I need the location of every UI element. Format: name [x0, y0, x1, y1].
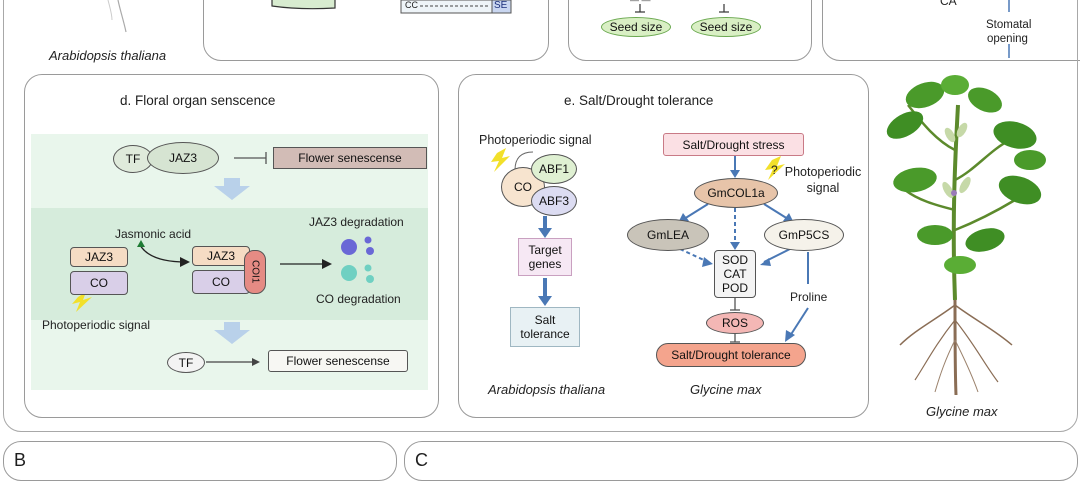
- panel-d-arrows: [72, 152, 374, 366]
- seed-size-arrows: — —: [630, 0, 729, 13]
- outer-frame: [3, 0, 1078, 432]
- top-decor: [107, 0, 127, 33]
- salt-tolerance-label: Salt tolerance: [520, 313, 570, 341]
- photoperiodic-signal-label-d: Photoperiodic signal: [42, 318, 151, 332]
- jaz3-label-2: JAZ3: [84, 250, 113, 264]
- phloem-drawing: [271, 0, 512, 14]
- flower-senescence-box-1: Flower senescense: [273, 147, 427, 169]
- se-label: SE: [494, 0, 508, 11]
- coi1-label: COI1: [249, 260, 261, 284]
- panel-bottom-b: B: [3, 441, 397, 481]
- gmlea-label: GmLEA: [646, 228, 689, 242]
- abf1-label: ABF1: [538, 162, 569, 176]
- seed-size-label-2: Seed size: [699, 20, 753, 34]
- panel-bottom-c: C: [404, 441, 1078, 481]
- tf-label-2: TF: [178, 355, 194, 370]
- abf3-label: ABF3: [538, 194, 569, 208]
- panel-bottom-c-label: C: [415, 450, 428, 470]
- gmlea-node: GmLEA: [627, 219, 709, 251]
- ros-label: ROS: [721, 316, 748, 330]
- tf-label-1: TF: [125, 152, 141, 166]
- co-label-2: CO: [212, 275, 230, 289]
- co-label-1: CO: [90, 276, 108, 290]
- co-label-e: CO: [514, 180, 532, 194]
- jaz3-box-right: JAZ3: [192, 246, 250, 266]
- target-genes-label: Target genes: [528, 243, 562, 271]
- coi1-box: COI1: [244, 250, 266, 294]
- co-box-left: CO: [70, 271, 128, 295]
- jaz3-box-left: JAZ3: [70, 247, 128, 267]
- proline-label: Proline: [790, 290, 828, 304]
- gmp5cs-label: GmP5CS: [778, 228, 830, 242]
- photoperiodic-signal-text-e-right: Photoperiodic signal: [784, 165, 862, 195]
- pod-label: POD: [721, 281, 748, 295]
- glycine-max-label-plant: Glycine max: [926, 404, 998, 419]
- gmcol1a-node: GmCOL1a: [694, 178, 778, 208]
- jaz3-node-1: JAZ3: [147, 142, 219, 174]
- gmp5cs-node: GmP5CS: [764, 219, 844, 251]
- ca-label: CA: [940, 0, 957, 8]
- jaz3-label-1: JAZ3: [168, 151, 197, 165]
- glycine-max-label-e: Glycine max: [690, 382, 762, 397]
- panel-e-title: e. Salt/Drought tolerance: [564, 93, 714, 108]
- seed-size-node-2: Seed size: [691, 17, 761, 37]
- panel-bottom-b-label: B: [14, 450, 27, 470]
- stress-label: Salt/Drought stress: [682, 137, 785, 152]
- abf3-node: ABF3: [531, 186, 577, 216]
- jaz3-degradation-label: JAZ3 degradation: [309, 215, 404, 229]
- jaz3-label-3: JAZ3: [206, 249, 235, 263]
- tf-node-2: TF: [167, 352, 205, 373]
- stress-box: Salt/Drought stress: [663, 133, 804, 156]
- jasmonic-acid-label: Jasmonic acid: [115, 227, 192, 241]
- tolerance-label: Salt/Drought tolerance: [671, 348, 791, 362]
- opening-label: opening: [987, 33, 1028, 45]
- salt-tolerance-box: Salt tolerance: [510, 307, 580, 347]
- panel-top-d: [822, 0, 1080, 61]
- co-box-right: CO: [192, 270, 250, 294]
- target-genes-box: Target genes: [518, 238, 572, 276]
- question-label: ?: [771, 163, 778, 177]
- flower-senescence-box-2: Flower senescense: [268, 350, 408, 372]
- svg-text:— —: — —: [630, 0, 651, 5]
- sod-label: SOD: [721, 253, 748, 267]
- ros-node: ROS: [706, 312, 764, 334]
- tolerance-box: Salt/Drought tolerance: [656, 343, 806, 367]
- co-degradation-label: CO degradation: [316, 292, 401, 306]
- cat-label: CAT: [723, 267, 747, 281]
- soybean-plant-drawing: [886, 75, 1046, 396]
- photoperiodic-signal-label-e-left: Photoperiodic signal: [479, 133, 592, 147]
- arabidopsis-label-top: Arabidopsis thaliana: [49, 48, 167, 63]
- panel-e-arrows: [491, 148, 809, 343]
- seed-size-node-1: Seed size: [601, 17, 671, 37]
- flower-senescence-label-1: Flower senescense: [298, 151, 402, 165]
- photoperiodic-signal-label-e-right: Photoperiodic signal: [784, 164, 862, 196]
- tf-node-1: TF: [113, 145, 153, 173]
- gmcol1a-label: GmCOL1a: [707, 186, 765, 200]
- cc-label: CC: [405, 0, 418, 10]
- seed-size-label-1: Seed size: [609, 20, 663, 34]
- sod-cat-pod-box: SOD CAT POD: [714, 250, 756, 298]
- abf1-node: ABF1: [531, 154, 577, 184]
- stomatal-label: Stomatal: [986, 19, 1032, 31]
- stomatal-arrow: [1008, 0, 1010, 58]
- panel-d-title: d. Floral organ senscence: [120, 93, 276, 108]
- flower-senescence-label-2: Flower senescense: [286, 354, 390, 368]
- arabidopsis-label-e: Arabidopsis thaliana: [488, 382, 606, 397]
